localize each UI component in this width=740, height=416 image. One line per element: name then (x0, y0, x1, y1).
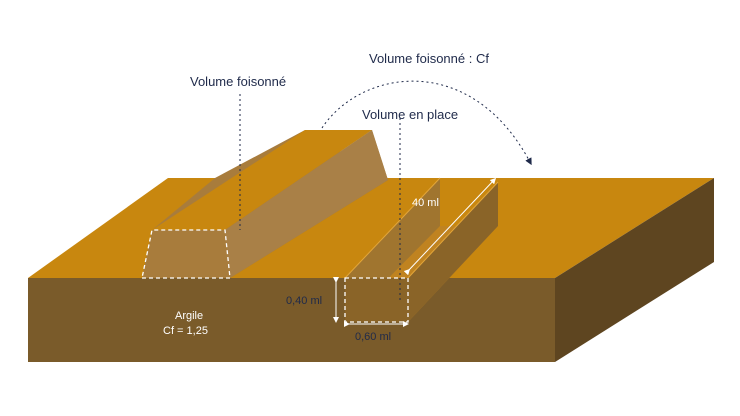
ground-front-face (28, 278, 555, 362)
label-volume-foisonne: Volume foisonné (190, 74, 286, 89)
label-length: 40 ml (412, 197, 439, 209)
label-volume-en-place: Volume en place (362, 107, 458, 122)
label-width: 0,60 ml (355, 331, 391, 343)
label-soil-name: Argile (175, 310, 203, 322)
label-depth: 0,40 ml (286, 295, 322, 307)
length-dimension-line (403, 177, 497, 276)
label-volume-foisonne-cf: Volume foisonné : Cf (369, 51, 489, 66)
mound-top (152, 130, 372, 230)
transfer-arrow (321, 80, 532, 166)
label-coefficient: Cf = 1,25 (163, 325, 208, 337)
mound-dashed-section (141, 229, 231, 279)
ground-right-face (555, 178, 714, 362)
mound-shadow-side (225, 130, 388, 278)
trench-front-section (345, 278, 408, 322)
